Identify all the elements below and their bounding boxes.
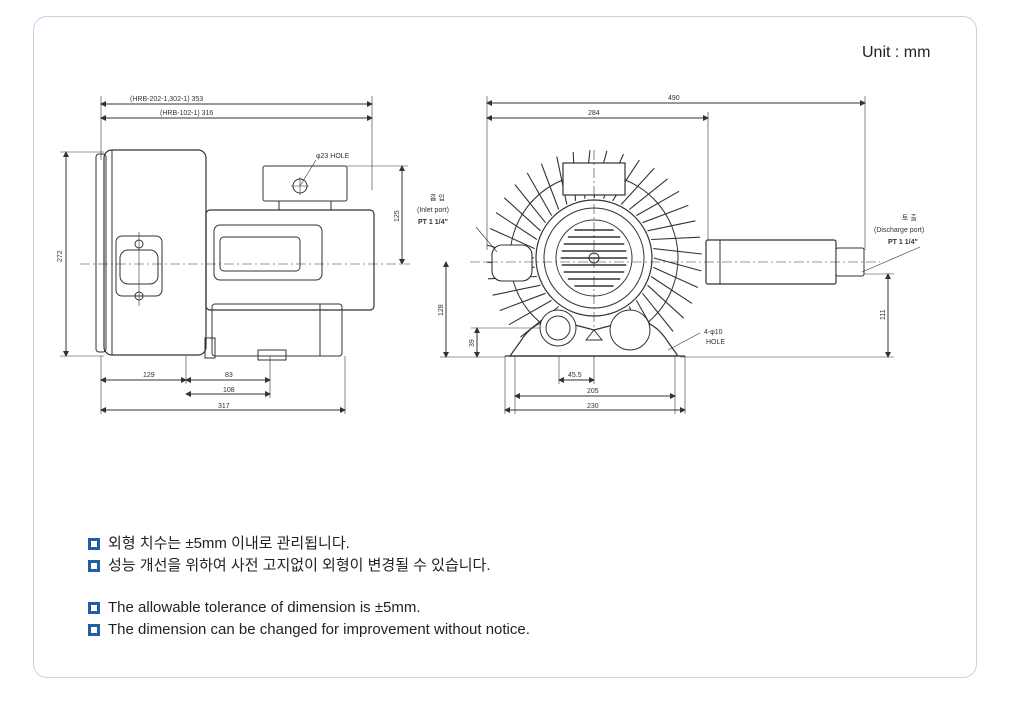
dim-label-128: 128 — [438, 304, 445, 316]
note-text: The allowable tolerance of dimension is … — [108, 599, 421, 616]
hole-label: φ23 HOLE — [316, 153, 350, 160]
side-view: (HRB-202-1,302-1) 353 (HRB-102-1) 316 φ2… — [57, 96, 410, 414]
front-view: 490 284 흡 입 (Inlet port) PT 1 1/4 — [417, 95, 924, 414]
hole-text-label: HOLE — [706, 339, 725, 346]
inlet-en-label: (Inlet port) — [417, 207, 449, 214]
dim-label-490: 490 — [668, 95, 680, 102]
dim-label-111: 111 — [880, 309, 887, 320]
dim-label-45-5: 45.5 — [568, 372, 582, 379]
note-text: 외형 치수는 ±5mm 이내로 관리됩니다. — [108, 535, 350, 552]
motor-housing — [103, 149, 207, 356]
note-text: The dimension can be changed for improve… — [108, 621, 530, 638]
dim-label-317: 317 — [218, 403, 230, 410]
square-bullet-icon — [88, 624, 100, 636]
discharge-en-label: (Discharge port) — [874, 227, 924, 234]
note-item: 성능 개선을 위하여 사전 고지없이 외형이 변경될 수 있습니다. — [88, 555, 530, 577]
hole-count-label: 4-φ10 — [704, 329, 723, 336]
note-text: 성능 개선을 위하여 사전 고지없이 외형이 변경될 수 있습니다. — [108, 557, 491, 574]
dim-label-230: 230 — [587, 403, 599, 410]
discharge-ko-label: 토 출 — [902, 213, 917, 222]
dim-label-129: 129 — [143, 372, 155, 379]
note-item: 외형 치수는 ±5mm 이내로 관리됩니다. — [88, 533, 530, 555]
dim-label-205: 205 — [587, 388, 599, 395]
dim-label-108: 108 — [223, 387, 235, 394]
dim-label-353: (HRB-202-1,302-1) 353 — [130, 96, 203, 103]
outlet-flange — [262, 165, 348, 202]
square-bullet-icon — [88, 560, 100, 572]
drawing-panel — [33, 16, 977, 678]
dim-label-316: (HRB-102-1) 316 — [160, 110, 213, 117]
note-item: The dimension can be changed for improve… — [88, 619, 530, 641]
square-bullet-icon — [88, 538, 100, 550]
inlet-pipe — [491, 244, 533, 282]
inlet-size-label: PT 1 1/4" — [418, 219, 448, 226]
unit-label: Unit : mm — [862, 44, 931, 61]
dim-label-272: 272 — [57, 250, 64, 262]
square-bullet-icon — [88, 602, 100, 614]
dim-label-83: 83 — [225, 372, 233, 379]
inlet-ko-label: 흡 입 — [430, 193, 445, 202]
dim-label-39: 39 — [469, 339, 476, 347]
dim-label-284: 284 — [588, 110, 600, 117]
discharge-size-label: PT 1 1/4" — [888, 239, 918, 246]
note-item: The allowable tolerance of dimension is … — [88, 597, 530, 619]
dim-label-125: 125 — [394, 210, 401, 222]
notes-section: 외형 치수는 ±5mm 이내로 관리됩니다. 성능 개선을 위하여 사전 고지없… — [88, 533, 530, 641]
